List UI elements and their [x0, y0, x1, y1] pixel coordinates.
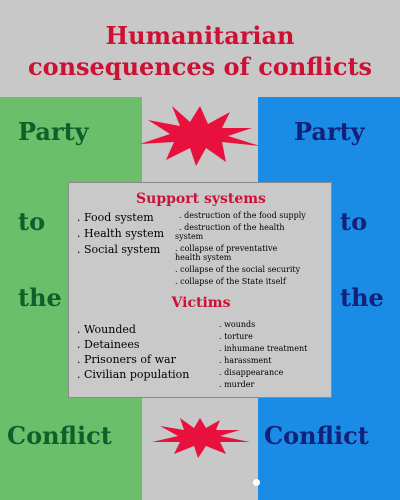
support-item: . Health system — [77, 227, 165, 240]
victim-item: . Prisoners of war — [77, 353, 176, 366]
support-effect: . destruction of the food supply — [179, 211, 306, 220]
support-systems-heading: Support systems — [136, 191, 266, 207]
support-effect: health system — [175, 253, 232, 262]
support-effect: . destruction of the health — [179, 223, 285, 232]
support-item: . Food system — [77, 211, 154, 224]
right-word-party: Party — [294, 117, 365, 146]
victim-effect: . torture — [219, 332, 253, 341]
support-effect: . collapse of the State itself — [175, 277, 286, 286]
victim-item: . Civilian population — [77, 368, 190, 381]
left-word-to: to — [18, 207, 46, 236]
victim-effect: . wounds — [219, 320, 256, 329]
top-conflict-burst — [140, 106, 260, 166]
info-panel: Support systems . Food system . Health s… — [68, 182, 332, 398]
victim-effect: . disappearance — [219, 368, 284, 377]
left-word-the: the — [18, 283, 62, 312]
right-word-the: the — [340, 283, 384, 312]
left-word-party: Party — [18, 117, 89, 146]
right-word-to: to — [340, 207, 368, 236]
victims-heading: Victims — [171, 295, 231, 311]
support-item: . Social system — [77, 243, 161, 256]
decorative-dot — [253, 479, 260, 486]
victim-effect: . harassment — [219, 356, 272, 365]
support-effect: system — [175, 232, 204, 241]
bottom-conflict-burst — [152, 418, 250, 458]
support-effect: . collapse of preventative — [175, 244, 278, 253]
right-word-conflict: Conflict — [264, 421, 369, 450]
burst-shape — [140, 106, 260, 166]
victim-effect: . murder — [219, 380, 255, 389]
support-effect: . collapse of the social security — [175, 265, 301, 274]
left-word-conflict: Conflict — [7, 421, 112, 450]
title-line-2: consequences of conflicts — [27, 52, 373, 81]
victim-item: . Wounded — [77, 323, 136, 336]
title-line-1: Humanitarian — [105, 21, 295, 50]
burst-shape — [152, 418, 250, 458]
victim-item: . Detainees — [77, 338, 140, 351]
victim-effect: . inhumane treatment — [219, 344, 308, 353]
